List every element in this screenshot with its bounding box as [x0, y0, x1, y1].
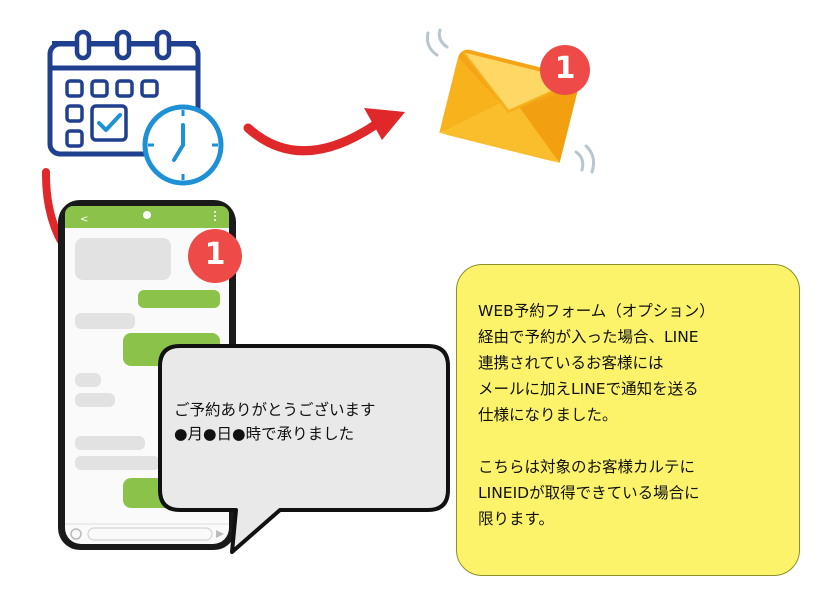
envelope-icon — [425, 28, 595, 174]
phone-badge-count: 1 — [204, 237, 226, 272]
note-text: WEB予約フォーム（オプション） 経由で予約が入った場合、LINE 連携されてい… — [478, 302, 715, 528]
phone-badge — [188, 229, 242, 283]
clock-icon — [142, 104, 224, 186]
svg-text:<: < — [80, 214, 88, 225]
calendar-icon — [47, 29, 201, 157]
arrow-to-email — [243, 108, 405, 156]
email-badge — [540, 45, 590, 95]
email-badge-count: 1 — [554, 51, 576, 86]
note-box — [456, 264, 800, 576]
speech-bubble — [158, 344, 450, 554]
speech-bubble-text: ご予約ありがとうございます ●月●日●時で承りました — [174, 401, 376, 443]
